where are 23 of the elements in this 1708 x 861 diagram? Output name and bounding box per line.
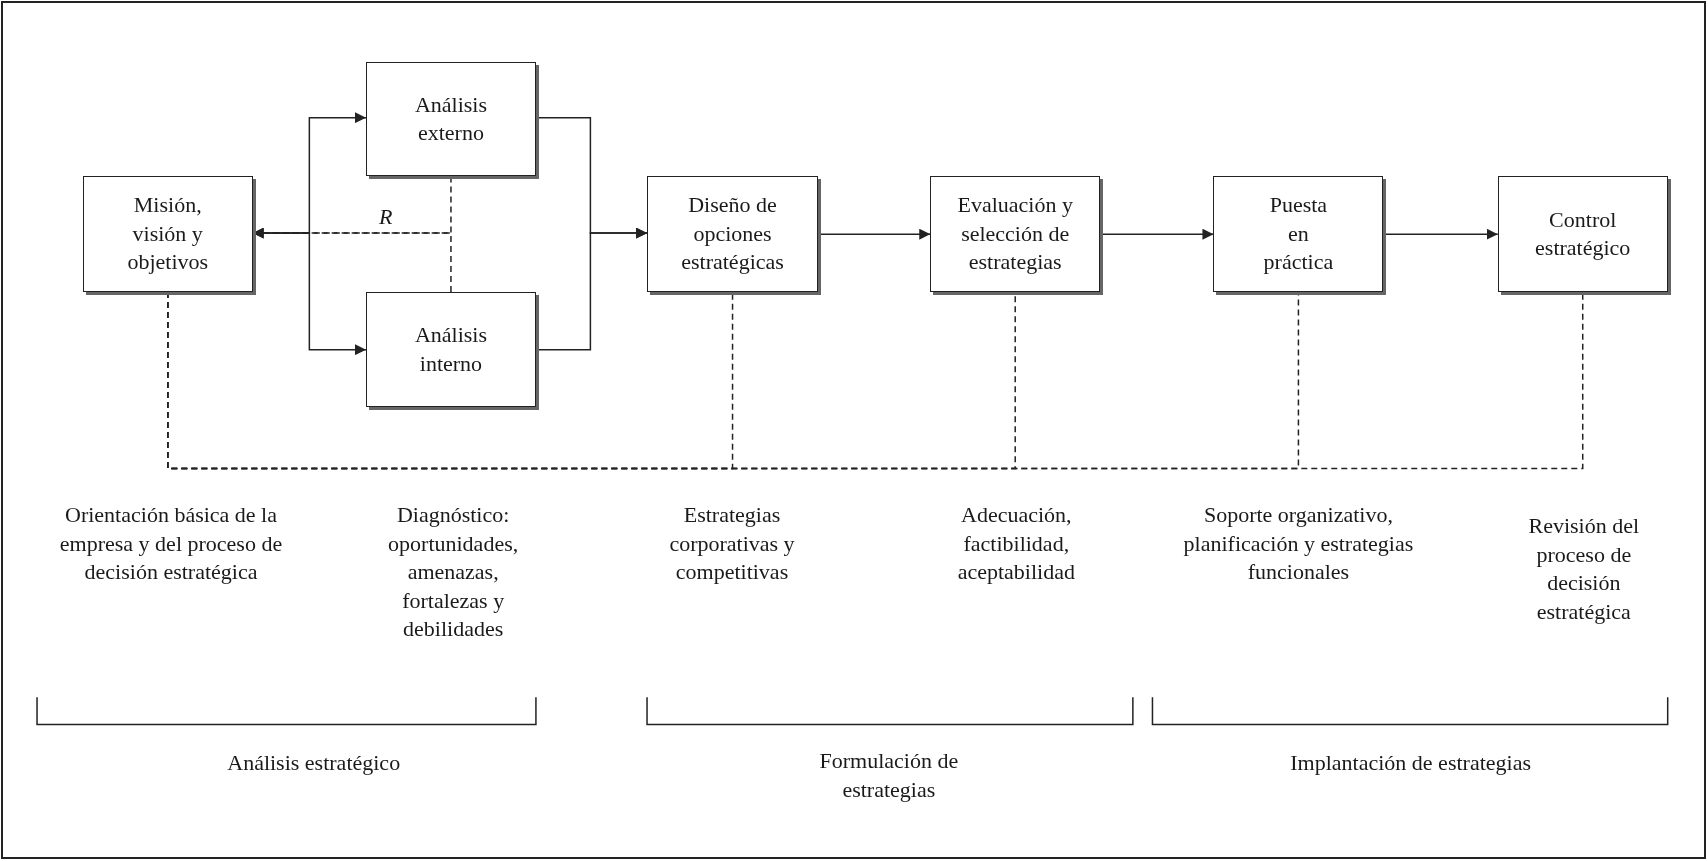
box-text: Análisis externo: [413, 90, 488, 148]
description-text: Soporte organizativo, planificación y estrategias funcionales: [1182, 501, 1415, 587]
box-text: Diseño de opciones estratégicas: [680, 191, 785, 277]
description-text: Estrategias corporativas y competitivas: [668, 501, 796, 587]
phase-label: Formulación de estrategias: [818, 747, 960, 804]
process-box: [366, 62, 536, 177]
process-box: [82, 176, 253, 292]
box-text: Análisis interno: [413, 321, 488, 378]
box-text: Puesta en práctica: [1262, 191, 1335, 277]
phase-label: Análisis estratégico: [226, 749, 402, 778]
box-text: Evaluación y selección de estrategias: [956, 191, 1074, 277]
box-text: Control estratégico: [1534, 205, 1632, 263]
description-text: Orientación básica de la empresa y del proceso de decisión estratégica: [58, 501, 284, 587]
phase-label: Implantación de estrategias: [1289, 749, 1532, 778]
box-text: Misión, visión y objetivos: [126, 191, 210, 277]
process-box: [366, 291, 536, 408]
description-text: Revisión del proceso de decisión estratégica: [1527, 511, 1641, 626]
description-text: Adecuación, factibilidad, aceptabilidad: [956, 501, 1076, 587]
process-box: [1497, 176, 1668, 292]
description-text: Diagnóstico: oportunidades, amenazas, fortalezas y debilidades: [387, 501, 520, 644]
process-box: [647, 176, 819, 292]
process-box: [930, 176, 1101, 292]
process-box: [1213, 176, 1384, 292]
